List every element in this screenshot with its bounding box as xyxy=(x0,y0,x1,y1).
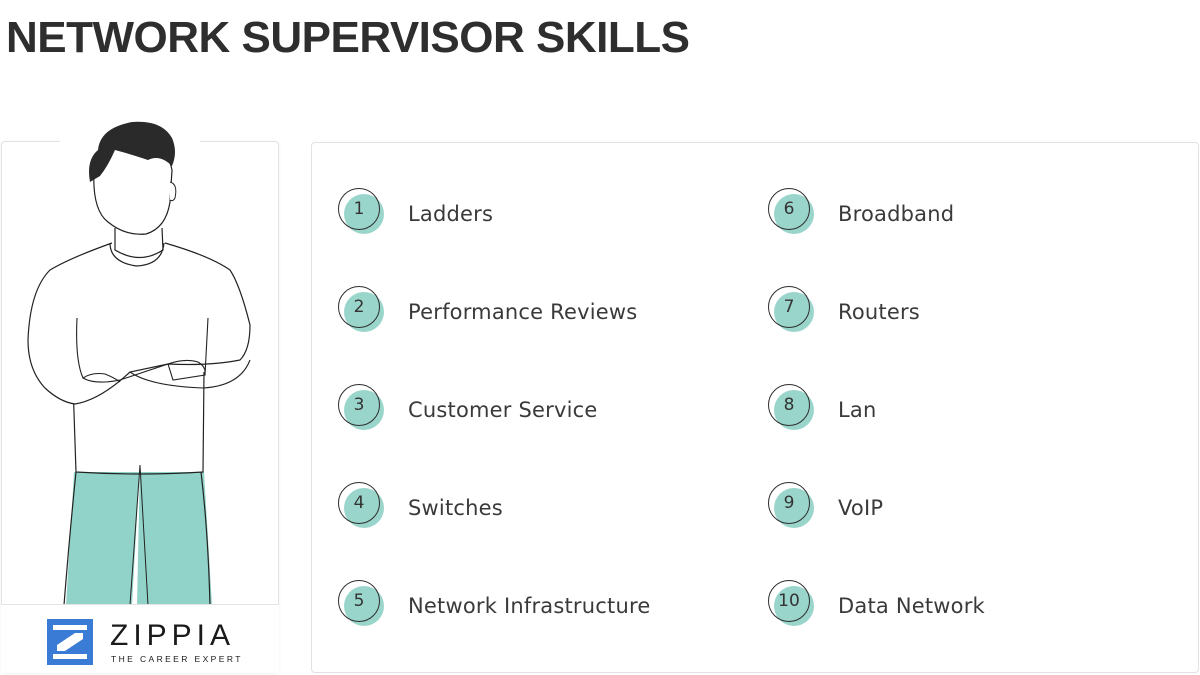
skill-item: 9 VoIP xyxy=(768,481,883,531)
number-badge: 8 xyxy=(768,384,816,432)
skill-label: Lan xyxy=(838,398,877,422)
skill-item: 1 Ladders xyxy=(338,187,493,237)
person-illustration xyxy=(27,121,251,606)
number-badge: 2 xyxy=(338,286,386,334)
number-badge: 10 xyxy=(768,580,816,628)
brand-tagline: THE CAREER EXPERT xyxy=(111,654,243,664)
number-badge: 4 xyxy=(338,482,386,530)
page-title: NETWORK SUPERVISOR SKILLS xyxy=(6,13,690,62)
zippia-logo-icon xyxy=(47,619,93,665)
brand-name: ZIPPIA xyxy=(110,619,236,652)
number-badge: 1 xyxy=(338,188,386,236)
number-badge: 5 xyxy=(338,580,386,628)
skill-item: 2 Performance Reviews xyxy=(338,285,637,335)
skill-label: Routers xyxy=(838,300,920,324)
skill-item: 10 Data Network xyxy=(768,579,985,629)
skill-label: Switches xyxy=(408,496,503,520)
skill-label: Network Infrastructure xyxy=(408,594,651,618)
skill-item: 4 Switches xyxy=(338,481,503,531)
number-badge: 6 xyxy=(768,188,816,236)
skill-label: Ladders xyxy=(408,202,494,226)
skill-item: 7 Routers xyxy=(768,285,920,335)
brand-footer: ZIPPIA THE CAREER EXPERT xyxy=(1,604,279,673)
skill-label: Performance Reviews xyxy=(408,300,638,324)
number-badge: 3 xyxy=(338,384,386,432)
skill-item: 8 Lan xyxy=(768,383,876,433)
skill-item: 3 Customer Service xyxy=(338,383,598,433)
skill-label: Customer Service xyxy=(408,398,598,422)
number-badge: 7 xyxy=(768,286,816,334)
skills-list-card xyxy=(311,142,1199,673)
skill-label: Broadband xyxy=(838,202,955,226)
skill-item: 5 Network Infrastructure xyxy=(338,579,650,629)
skill-item: 6 Broadband xyxy=(768,187,954,237)
skill-label: VoIP xyxy=(838,496,884,520)
number-badge: 9 xyxy=(768,482,816,530)
skill-label: Data Network xyxy=(838,594,985,618)
